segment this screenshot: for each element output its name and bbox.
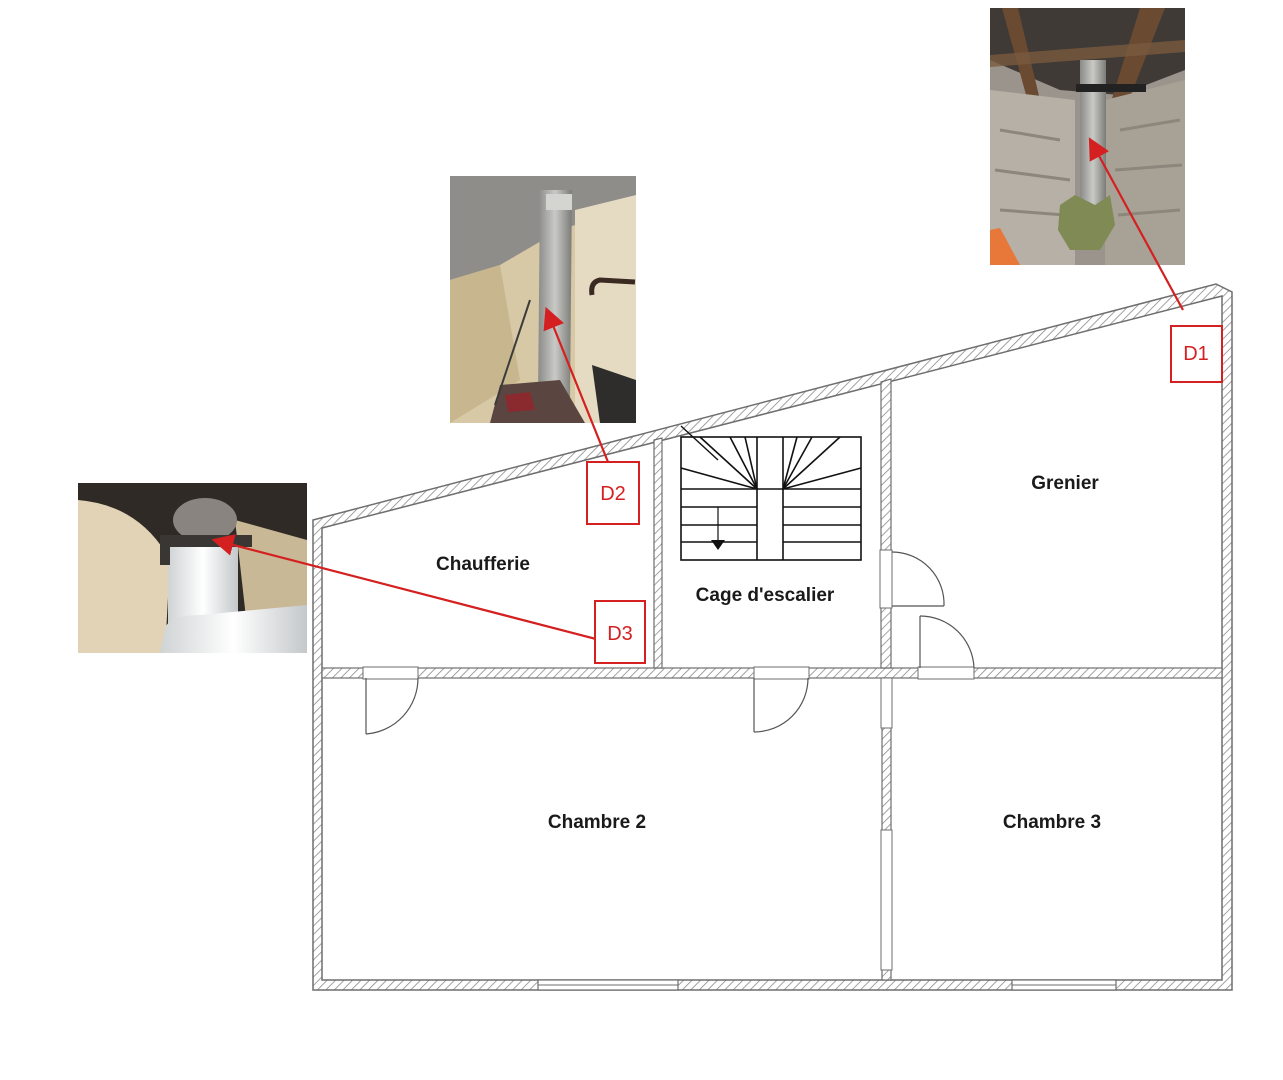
room-label-chaufferie: Chaufferie — [436, 554, 530, 575]
wall-stair-grenier — [880, 378, 892, 669]
walls — [312, 283, 1233, 991]
room-labels: Chaufferie Cage d'escalier Grenier Chamb… — [436, 473, 1101, 833]
door-chambre2-left — [365, 677, 419, 735]
marker-d2-label: D2 — [600, 483, 626, 505]
marker-d2: D2 — [586, 461, 640, 525]
marker-d1: D1 — [1170, 325, 1223, 383]
annotation-arrows — [211, 137, 1184, 641]
arrow-d2 — [543, 306, 610, 463]
marker-d3: D3 — [594, 600, 646, 664]
marker-d3-label: D3 — [607, 623, 633, 645]
marker-d1-label: D1 — [1183, 343, 1209, 365]
room-label-grenier: Grenier — [1031, 473, 1099, 494]
photo-d1 — [990, 8, 1185, 265]
wall-chaufferie-stair — [653, 437, 663, 669]
photo-d2 — [450, 176, 636, 423]
room-label-chambre3: Chambre 3 — [1003, 812, 1101, 833]
door-grenier-bottom — [919, 615, 975, 669]
room-label-cage-escalier: Cage d'escalier — [696, 585, 835, 606]
doors — [365, 551, 975, 735]
arrow-d3 — [211, 534, 597, 641]
door-chambre2-right — [753, 677, 809, 733]
door-grenier-side — [891, 551, 945, 607]
outer-wall — [312, 283, 1233, 991]
arrow-d1 — [1088, 137, 1184, 311]
photo-d3 — [78, 483, 307, 653]
staircase — [680, 425, 862, 561]
room-label-chambre2: Chambre 2 — [548, 812, 646, 833]
